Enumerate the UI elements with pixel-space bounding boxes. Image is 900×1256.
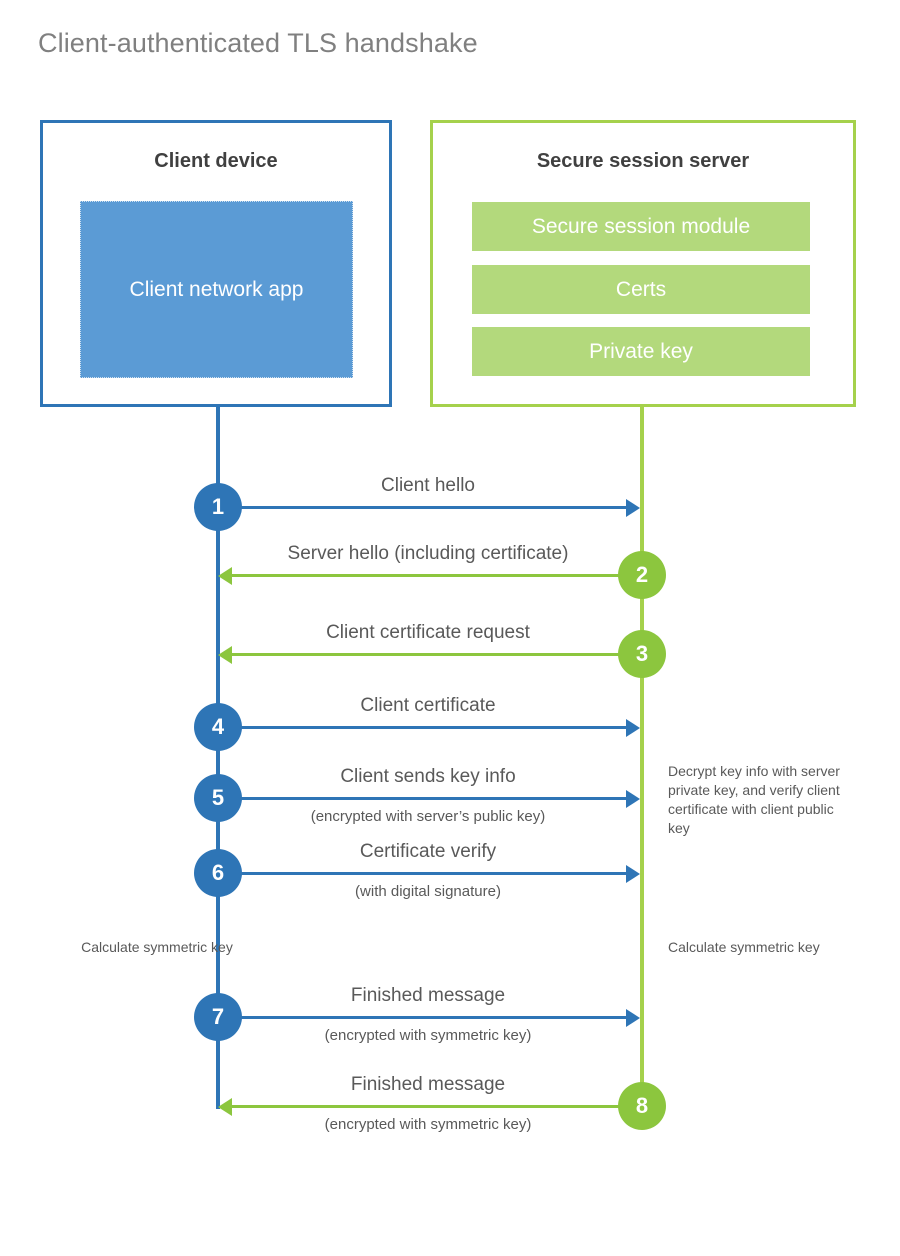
client-device-box: Client device Client network app bbox=[40, 120, 392, 407]
step-label-1: Client hello bbox=[381, 475, 475, 496]
secure-session-server-box: Secure session server Secure session mod… bbox=[430, 120, 856, 407]
step-number-5[interactable]: 5 bbox=[194, 774, 242, 822]
note-server-decrypt: Decrypt key info with server private key… bbox=[668, 763, 840, 836]
step-arrow-shaft-1 bbox=[218, 506, 626, 509]
page-title: Client-authenticated TLS handshake bbox=[38, 28, 478, 58]
step-sublabel-5: (encrypted with server’s public key) bbox=[310, 808, 546, 825]
server-module-private-key: Private key bbox=[472, 327, 810, 376]
step-label-6: Certificate verify bbox=[359, 841, 497, 862]
client-network-app-box: Client network app bbox=[80, 201, 353, 378]
step-label-7: Finished message bbox=[350, 985, 506, 1006]
step-label-5: Client sends key info bbox=[340, 766, 516, 787]
step-sublabel-8: (encrypted with symmetric key) bbox=[324, 1116, 532, 1133]
step-arrow-shaft-4 bbox=[218, 726, 626, 729]
step-label-3: Client certificate request bbox=[326, 622, 530, 643]
step-arrow-head-7 bbox=[626, 1009, 640, 1027]
step-arrow-head-4 bbox=[626, 719, 640, 737]
step-arrow-shaft-7 bbox=[218, 1016, 626, 1019]
step-number-1[interactable]: 1 bbox=[194, 483, 242, 531]
step-label-2: Server hello (including certificate) bbox=[287, 543, 569, 564]
step-arrow-head-5 bbox=[626, 790, 640, 808]
note-server-calculate-symmetric-key: Calculate symmetric key bbox=[668, 939, 820, 955]
step-arrow-head-2 bbox=[218, 567, 232, 585]
step-arrow-head-3 bbox=[218, 646, 232, 664]
step-number-3[interactable]: 3 bbox=[618, 630, 666, 678]
step-number-6[interactable]: 6 bbox=[194, 849, 242, 897]
step-number-4[interactable]: 4 bbox=[194, 703, 242, 751]
step-arrow-shaft-5 bbox=[218, 797, 626, 800]
step-arrow-head-1 bbox=[626, 499, 640, 517]
step-arrow-head-8 bbox=[218, 1098, 232, 1116]
server-lifeline bbox=[640, 405, 644, 1109]
step-arrow-shaft-6 bbox=[218, 872, 626, 875]
step-arrow-shaft-2 bbox=[232, 574, 640, 577]
step-number-7[interactable]: 7 bbox=[194, 993, 242, 1041]
server-module-certs: Certs bbox=[472, 265, 810, 314]
step-label-8: Finished message bbox=[350, 1074, 506, 1095]
step-arrow-head-6 bbox=[626, 865, 640, 883]
secure-session-server-title: Secure session server bbox=[536, 150, 750, 172]
step-label-4: Client certificate bbox=[360, 695, 496, 716]
client-device-title: Client device bbox=[154, 150, 278, 172]
note-client-calculate-symmetric-key: Calculate symmetric key bbox=[81, 939, 233, 955]
step-number-2[interactable]: 2 bbox=[618, 551, 666, 599]
step-arrow-shaft-3 bbox=[232, 653, 640, 656]
server-module-secure-session-module: Secure session module bbox=[472, 202, 810, 251]
step-sublabel-7: (encrypted with symmetric key) bbox=[324, 1027, 532, 1044]
step-arrow-shaft-8 bbox=[232, 1105, 640, 1108]
step-number-8[interactable]: 8 bbox=[618, 1082, 666, 1130]
step-sublabel-6: (with digital signature) bbox=[355, 883, 501, 900]
client-lifeline bbox=[216, 405, 220, 1109]
